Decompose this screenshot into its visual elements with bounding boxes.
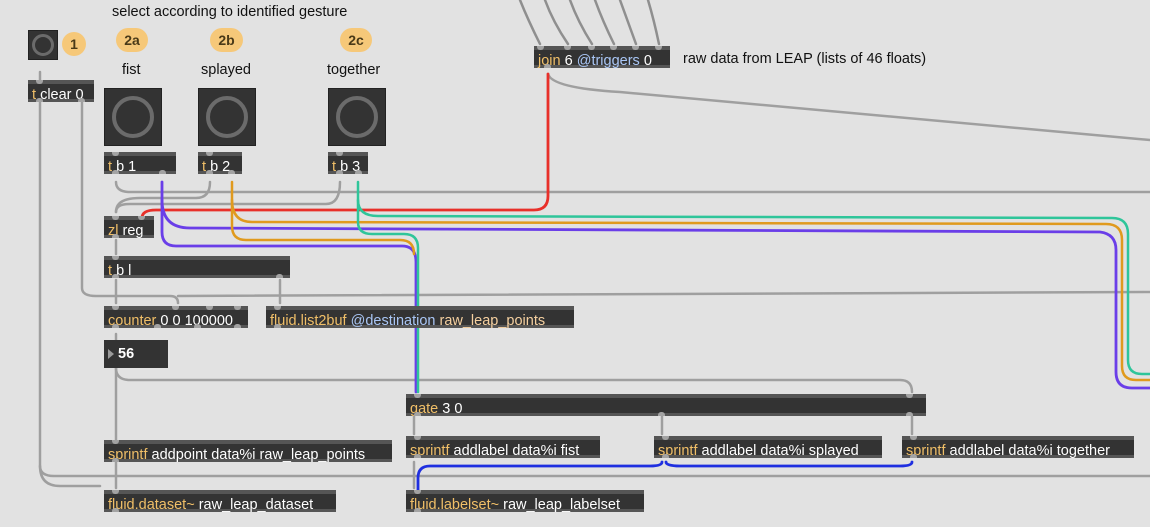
trigger-b-3-object[interactable]: t b 3 <box>328 152 368 175</box>
fist-bang-button[interactable] <box>104 88 162 146</box>
trigger-b-l-object[interactable]: t b l <box>104 256 290 279</box>
step-badge-2b: 2b <box>210 28 243 52</box>
bang-ring-icon <box>206 96 248 138</box>
trigger-b-2-object[interactable]: t b 2 <box>198 152 242 175</box>
sprintf-addlabel-fist-object[interactable]: sprintf addlabel data%i fist <box>406 436 600 459</box>
sprintf-addlabel-splayed-object[interactable]: sprintf addlabel data%i splayed <box>654 436 882 459</box>
number-triangle-icon <box>108 349 114 359</box>
trigger-clear-object[interactable]: t clear 0 <box>28 80 94 103</box>
fist-comment: fist <box>122 62 141 78</box>
bang-ring-icon <box>112 96 154 138</box>
gate-object[interactable]: gate 3 0 <box>406 394 926 417</box>
splayed-comment: splayed <box>201 62 251 78</box>
join-object[interactable]: join 6 @triggers 0 <box>534 46 670 69</box>
step-badge-1: 1 <box>62 32 86 56</box>
clear-bang-button[interactable] <box>28 30 58 60</box>
step-badge-2a: 2a <box>116 28 148 52</box>
fluid-labelset-object[interactable]: fluid.labelset~ raw_leap_labelset <box>406 490 644 513</box>
sprintf-addpoint-object[interactable]: sprintf addpoint data%i raw_leap_points <box>104 440 392 463</box>
sprintf-addlabel-together-object[interactable]: sprintf addlabel data%i together <box>902 436 1134 459</box>
fluid-dataset-object[interactable]: fluid.dataset~ raw_leap_dataset <box>104 490 336 513</box>
step-badge-2c: 2c <box>340 28 372 52</box>
raw-data-comment: raw data from LEAP (lists of 46 floats) <box>683 51 927 67</box>
zl-reg-object[interactable]: zl reg <box>104 216 154 239</box>
index-number-box[interactable]: 56 <box>104 340 168 368</box>
bang-ring-icon <box>336 96 378 138</box>
fluid-list2buf-object[interactable]: fluid.list2buf @destination raw_leap_poi… <box>266 306 574 329</box>
bang-ring-icon <box>32 34 54 56</box>
select-gesture-comment: select according to identified gesture <box>112 4 348 20</box>
trigger-b-1-object[interactable]: t b 1 <box>104 152 176 175</box>
together-bang-button[interactable] <box>328 88 386 146</box>
together-comment: together <box>327 62 381 78</box>
splayed-bang-button[interactable] <box>198 88 256 146</box>
counter-object[interactable]: counter 0 0 100000 <box>104 306 248 329</box>
